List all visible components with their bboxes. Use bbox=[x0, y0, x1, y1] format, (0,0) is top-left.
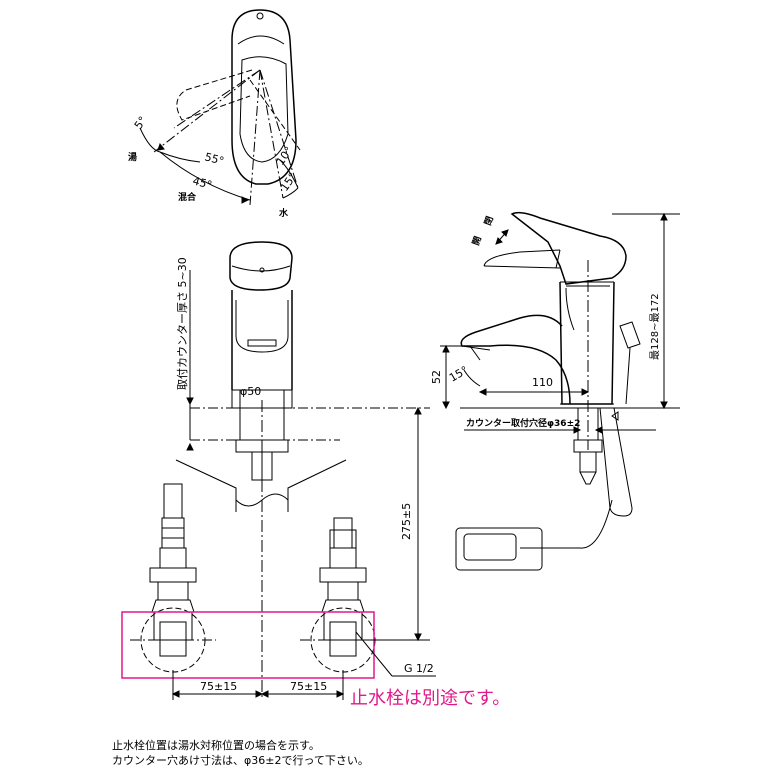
label-height: 最128~最172 bbox=[649, 293, 661, 360]
label-angle-45: 45° bbox=[191, 174, 213, 192]
label-spacing-right: 75±15 bbox=[290, 680, 327, 693]
label-hot: 湯 bbox=[128, 151, 137, 163]
right-supply-hose bbox=[300, 517, 386, 673]
stop-valve-highlight bbox=[121, 611, 375, 679]
label-mix: 混合 bbox=[178, 191, 197, 203]
stop-valve-callout: 止水栓は別途です。 bbox=[350, 688, 511, 709]
label-110: 110 bbox=[532, 376, 553, 389]
top-view-lever-rotated bbox=[176, 69, 253, 121]
top-view-body bbox=[231, 9, 297, 185]
label-thread: G 1/2 bbox=[404, 662, 434, 675]
label-angle-5: 5° bbox=[132, 114, 150, 132]
side-spout bbox=[460, 314, 571, 405]
drain-cable bbox=[540, 499, 613, 549]
label-close: 閉 bbox=[482, 215, 495, 227]
label-diameter: φ50 bbox=[240, 385, 261, 398]
top-view-knob bbox=[256, 12, 264, 20]
drain-box bbox=[455, 527, 543, 571]
label-supply-height: 275±5 bbox=[400, 503, 413, 540]
top-view: 湯 水 混合 5° 55° 45° 10° 15° bbox=[128, 9, 301, 219]
label-counter-hole: カウンター取付穴径φ36±2 bbox=[466, 417, 580, 429]
label-52: 52 bbox=[430, 370, 443, 384]
left-supply-hose bbox=[130, 483, 216, 673]
label-cold: 水 bbox=[279, 207, 289, 219]
label-open: 開 bbox=[470, 235, 483, 247]
label-angle-55: 55° bbox=[203, 150, 225, 168]
label-side-15: 15° bbox=[447, 364, 470, 385]
note-line-2: カウンター穴あけ寸法は、φ36±2で行って下さい。 bbox=[112, 754, 369, 767]
note-line-1: 止水栓位置は湯水対称位置の場合を示す。 bbox=[112, 739, 320, 752]
side-lever bbox=[510, 211, 627, 285]
front-lever bbox=[229, 241, 293, 291]
front-view: 取付カウンター厚さ 5~30 φ50 bbox=[121, 241, 436, 700]
label-counter-thickness: 取付カウンター厚さ 5~30 bbox=[176, 257, 189, 390]
label-spacing-left: 75±15 bbox=[200, 680, 237, 693]
front-body bbox=[231, 290, 293, 390]
side-view: 52 15° 110 最128~最172 閉 開 カウンター取付穴径φ36±2 bbox=[430, 211, 680, 571]
